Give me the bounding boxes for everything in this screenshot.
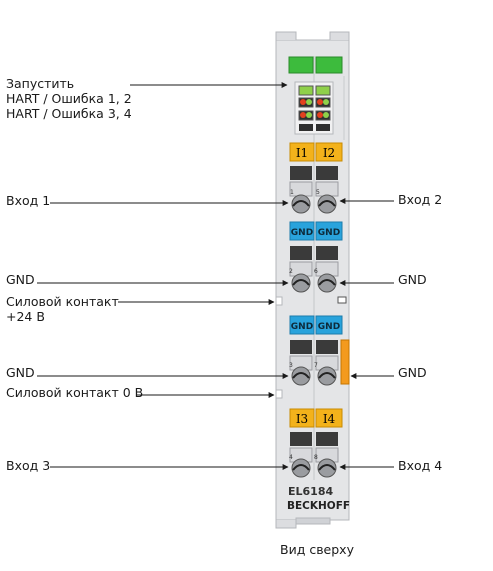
gnd-tag-b: GND xyxy=(318,228,340,238)
gnd-labels-upper: GND GND xyxy=(289,221,343,241)
pin-5: 5 xyxy=(316,189,320,196)
label-gnd-right-2: GND xyxy=(398,365,427,380)
label-power-contact-0v: Силовой контакт 0 В xyxy=(6,385,144,400)
label-input-1: Вход 1 xyxy=(6,193,51,208)
terminal-pair-3-7: 3 7 xyxy=(289,340,339,386)
label-hart-error-3-4: HART / Ошибка 3, 4 xyxy=(6,106,132,121)
pin-2: 2 xyxy=(289,268,293,275)
label-gnd-left-1: GND xyxy=(6,272,35,287)
status-leds xyxy=(294,81,334,135)
pin-7: 7 xyxy=(314,362,318,369)
terminal-pair-1-5: 1 5 xyxy=(289,166,339,214)
label-gnd-left-2: GND xyxy=(6,365,35,380)
channel-labels-top: I1 I2 xyxy=(289,142,343,162)
label-power-contact-24v: Силовой контакт xyxy=(6,294,119,309)
pin-3: 3 xyxy=(289,362,293,369)
pin-4: 4 xyxy=(289,454,293,461)
terminal-pair-4-8: 4 8 xyxy=(289,432,339,478)
label-start: Запустить xyxy=(6,76,75,91)
channel-I2: I2 xyxy=(323,146,335,160)
pin-1: 1 xyxy=(290,189,294,196)
channel-I4: I4 xyxy=(323,412,336,426)
channel-I1: I1 xyxy=(296,146,308,160)
gnd-tag-d: GND xyxy=(318,322,340,332)
gnd-tag-c: GND xyxy=(291,322,313,332)
terminal-pair-2-6: 2 6 xyxy=(289,246,339,293)
run-led-bar xyxy=(288,56,343,74)
callout-arrows xyxy=(37,82,394,470)
gnd-labels-lower: GND GND xyxy=(289,315,343,335)
gnd-tag-a: GND xyxy=(291,228,313,238)
channel-labels-bottom: I3 I4 xyxy=(289,408,343,428)
channel-I3: I3 xyxy=(296,412,308,426)
label-input-2: Вход 2 xyxy=(398,192,443,207)
pin-8: 8 xyxy=(314,454,318,461)
brand-name: BECKHOFF xyxy=(287,500,350,512)
power-contact-0v-notch xyxy=(275,389,283,399)
orange-power-contact xyxy=(340,339,350,385)
label-power-contact-24v-value: +24 В xyxy=(6,309,45,324)
label-input-3: Вход 3 xyxy=(6,458,51,473)
label-input-4: Вход 4 xyxy=(398,458,443,473)
model-name: EL6184 xyxy=(288,485,333,498)
label-hart-error-1-2: HART / Ошибка 1, 2 xyxy=(6,91,132,106)
pin-6: 6 xyxy=(314,268,318,275)
caption-top-view: Вид сверху xyxy=(280,542,354,557)
power-contact-24v-notch xyxy=(275,296,347,306)
label-gnd-right-1: GND xyxy=(398,272,427,287)
